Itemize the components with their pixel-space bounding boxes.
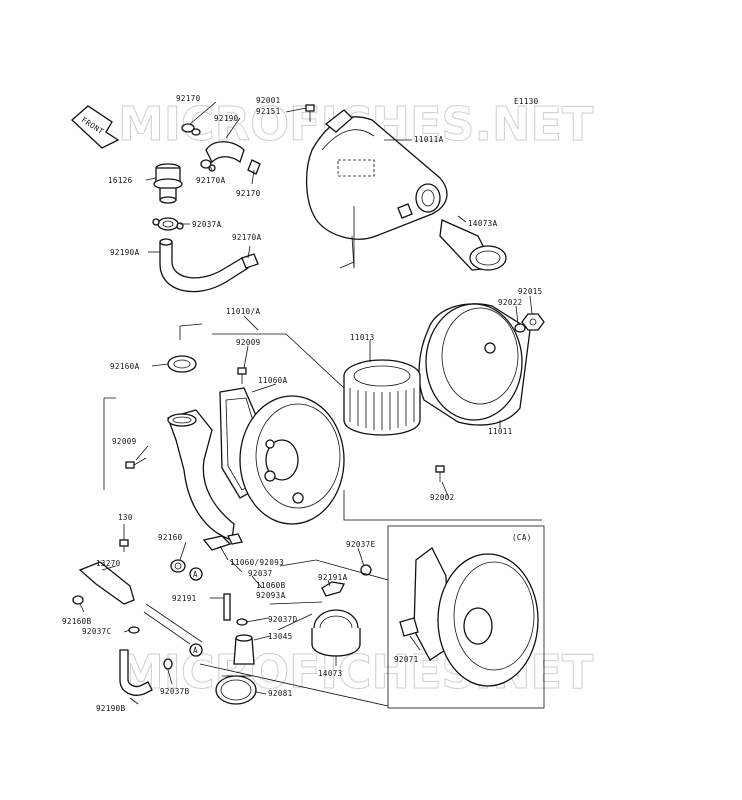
front-arrow: FRONT bbox=[71, 105, 120, 149]
label-92191: 92191 bbox=[172, 594, 197, 603]
label-11013: 11013 bbox=[350, 333, 375, 342]
label-92081: 92081 bbox=[268, 689, 293, 698]
label-92170A-mid: 92170A bbox=[232, 233, 262, 242]
ca-label: (CA) bbox=[512, 533, 532, 542]
grommet-92160A bbox=[167, 355, 197, 373]
clamp-92170-top bbox=[181, 123, 201, 136]
label-92037E: 92037E bbox=[346, 540, 376, 549]
clip-92037B bbox=[163, 658, 173, 670]
label-92002: 92002 bbox=[430, 493, 455, 502]
label-11011A: 11011A bbox=[414, 135, 444, 144]
plug-11060 bbox=[202, 533, 243, 551]
label-92037C: 92037C bbox=[82, 627, 112, 636]
label-92015: 92015 bbox=[518, 287, 543, 296]
svg-text:A: A bbox=[193, 646, 198, 655]
label-92160B: 92160B bbox=[62, 617, 92, 626]
label-130: 130 bbox=[118, 513, 133, 522]
label-92001: 92001 bbox=[256, 96, 281, 105]
label-92037A: 92037A bbox=[192, 220, 222, 229]
filter-cover-11011 bbox=[418, 303, 531, 426]
clamp-92037A bbox=[152, 217, 184, 231]
hose-92190 bbox=[205, 141, 245, 164]
label-92170-mid: 92170 bbox=[236, 189, 261, 198]
label-92093A: 92093A bbox=[256, 591, 286, 600]
label-92071: 92071 bbox=[394, 655, 419, 664]
label-92170A-top: 92170A bbox=[196, 176, 226, 185]
label-92037B: 92037B bbox=[160, 687, 190, 696]
label-16126: 16126 bbox=[108, 176, 133, 185]
label-92009-mid: 92009 bbox=[112, 437, 137, 446]
label-92037: 92037 bbox=[248, 569, 273, 578]
washer-92022 bbox=[514, 323, 526, 333]
clamp-92170A-mid bbox=[241, 253, 259, 269]
bolt-92002 bbox=[435, 465, 445, 482]
label-92190A: 92190A bbox=[110, 248, 140, 257]
hose-92190A bbox=[159, 238, 249, 293]
clamp-92170 bbox=[247, 159, 261, 175]
bolt-92009-top bbox=[237, 367, 247, 384]
cap-14073 bbox=[311, 609, 361, 657]
label-14073: 14073 bbox=[318, 669, 343, 678]
svg-text:A: A bbox=[193, 570, 198, 579]
label-11060A: 11060A bbox=[258, 376, 288, 385]
filter-housing-11010 bbox=[239, 395, 345, 525]
clip-92037D bbox=[236, 618, 248, 626]
damper-92160B bbox=[72, 595, 84, 605]
oring-92081 bbox=[215, 675, 257, 705]
label-92190: 92190 bbox=[214, 114, 239, 123]
fitting-92191A bbox=[321, 581, 345, 597]
label-13270: 13270 bbox=[96, 559, 121, 568]
duct-14073A bbox=[439, 219, 507, 271]
clip-92037E bbox=[360, 564, 372, 576]
label-11010-A: 11010/A bbox=[226, 307, 260, 316]
drain-13045 bbox=[233, 634, 255, 665]
nut-92015 bbox=[521, 313, 545, 331]
ca-inset: (CA) bbox=[387, 525, 545, 709]
ref-mark-a-2: A bbox=[189, 643, 203, 657]
bolt-92009-mid bbox=[125, 457, 147, 469]
leader-lines bbox=[79, 101, 533, 705]
air-box-cover bbox=[305, 109, 448, 240]
label-92191A: 92191A bbox=[318, 573, 348, 582]
valve-16126 bbox=[153, 163, 183, 204]
bracket-13270 bbox=[78, 561, 135, 605]
label-92151: 92151 bbox=[256, 107, 281, 116]
label-92170-top: 92170 bbox=[176, 94, 201, 103]
label-13045: 13045 bbox=[268, 632, 293, 641]
label-92009-top: 92009 bbox=[236, 338, 261, 347]
ref-mark-a-1: A bbox=[189, 567, 203, 581]
bolt-130 bbox=[119, 539, 129, 552]
clamp-92037C bbox=[128, 626, 140, 634]
label-11060-92093: 11060/92093 bbox=[230, 558, 284, 567]
grommet-92160 bbox=[170, 559, 186, 573]
label-92160: 92160 bbox=[158, 533, 183, 542]
label-92022: 92022 bbox=[498, 298, 523, 307]
figure-code: E1130 bbox=[514, 97, 539, 106]
air-intake-pipe bbox=[167, 409, 235, 541]
air-filter-11013 bbox=[343, 359, 421, 436]
label-92160A: 92160A bbox=[110, 362, 140, 371]
label-11011: 11011 bbox=[488, 427, 513, 436]
label-92037D: 92037D bbox=[268, 615, 298, 624]
label-11060B: 11060B bbox=[256, 581, 286, 590]
hose-92190B bbox=[119, 649, 153, 696]
label-14073A: 14073A bbox=[468, 219, 498, 228]
pin-92191 bbox=[223, 593, 231, 621]
label-92190B: 92190B bbox=[96, 704, 126, 713]
